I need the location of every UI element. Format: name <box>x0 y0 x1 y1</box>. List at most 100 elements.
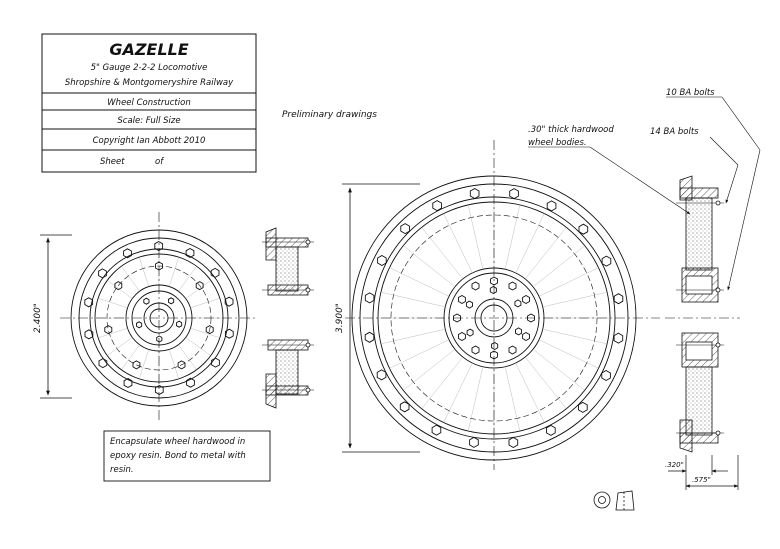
outer-bolt-icon <box>123 377 133 389</box>
of-label: of <box>155 157 165 167</box>
hub-bolt-icon <box>458 294 466 305</box>
outer-bolt-icon <box>376 369 387 381</box>
spoke-line <box>178 344 197 370</box>
spoke-line <box>538 267 599 297</box>
outer-bolt-icon <box>84 329 94 340</box>
hub-bolt-icon <box>508 281 517 291</box>
spoke-line <box>525 356 567 409</box>
outer-bolt-icon <box>185 247 195 259</box>
spoke-line <box>121 266 140 292</box>
hub-bolt-icon <box>522 294 530 305</box>
spoke-line <box>121 344 140 370</box>
subtitle-line-2: Shropshire & Montgomeryshire Railway <box>65 78 234 88</box>
hub-bolt-icon <box>514 299 522 308</box>
spoke-line <box>532 245 585 287</box>
copyright: Copyright Ian Abbott 2010 <box>93 136 206 146</box>
spoke-line <box>542 328 608 345</box>
hardwood-note-line-1: .30" thick hardwood <box>528 125 614 135</box>
spoke-line <box>185 337 211 356</box>
hub-bolt-icon <box>471 345 480 355</box>
large-wheel-section <box>665 175 740 453</box>
outer-bolt-icon <box>186 377 195 388</box>
spoke-line <box>443 362 473 423</box>
outer-bolt-icon <box>546 200 557 212</box>
outer-bolt-icon <box>432 200 442 212</box>
section-dimensions <box>668 455 739 490</box>
outer-bolt-icon <box>377 254 387 267</box>
large-wheel-dia-label: 3.900" <box>335 303 345 333</box>
outer-bolt-icon <box>578 223 589 235</box>
outer-bolt-icon <box>84 297 94 308</box>
small-wheel-front-view <box>60 212 258 420</box>
epoxy-note-line-1: Encapsulate wheel hardwood in <box>110 437 245 447</box>
outer-bolt-icon <box>210 267 220 278</box>
hub-bolt-icon <box>515 327 523 336</box>
spoke-line <box>538 339 599 369</box>
outer-bolt-icon <box>98 268 107 279</box>
outer-bolt-icon <box>364 331 375 343</box>
outer-bolt-icon <box>601 369 611 382</box>
dim-575-label: .575" <box>692 476 711 484</box>
spoke-line <box>421 227 463 280</box>
spoke-line <box>190 328 220 338</box>
spoke-line <box>389 339 450 369</box>
dim-320-label: .320" <box>665 461 684 469</box>
spoke-line <box>403 245 456 287</box>
outer-bolt-icon <box>469 187 480 200</box>
small-wheel-dimension <box>40 234 72 399</box>
spoke-line <box>139 349 149 379</box>
small-wheel-outer-bolts <box>84 240 234 396</box>
outer-bolt-icon <box>224 296 234 307</box>
hub-bolt-icon <box>136 321 143 329</box>
hub-bolt-icon <box>465 300 473 309</box>
epoxy-note-line-2: epoxy resin. Bond to metal with <box>110 451 246 461</box>
bolts-10ba-note: 10 BA bolts <box>666 88 715 98</box>
spoke-line <box>380 328 446 345</box>
outer-bolt-icon <box>224 328 234 339</box>
hub-bolt-icon <box>466 328 474 337</box>
hub-bolt-icon <box>168 297 175 305</box>
spoke-line <box>98 298 128 308</box>
hub-bolt-icon <box>522 331 530 342</box>
preliminary-note: Preliminary drawings <box>282 110 377 120</box>
spoke-line <box>380 291 446 308</box>
large-wheel-dimension <box>342 183 420 453</box>
leader-lines <box>589 96 761 291</box>
spoke-line <box>467 204 484 270</box>
hub-bolt-icon <box>143 297 150 305</box>
spoke-line <box>525 227 567 280</box>
epoxy-note-line-3: resin. <box>110 465 134 475</box>
outer-bolt-icon <box>399 401 410 413</box>
bolts-14ba-note: 14 BA bolts <box>650 127 699 137</box>
outer-bolt-icon <box>509 188 519 200</box>
outer-bolt-icon <box>211 357 220 368</box>
spoke-line <box>443 213 473 274</box>
hub-bolt-icon <box>453 313 461 323</box>
outer-bolt-icon <box>508 436 519 449</box>
hub-bolt-icon <box>132 360 141 370</box>
outer-bolt-icon <box>546 424 556 436</box>
hub-bolt-icon <box>104 325 113 335</box>
spoke-line <box>190 298 220 308</box>
spoke-line <box>178 266 197 292</box>
hardwood-note-line-2: wheel bodies. <box>528 138 587 148</box>
title-block: GAZELLE 5" Gauge 2-2-2 Locomotive Shrops… <box>41 33 257 173</box>
spoke-line <box>504 204 521 270</box>
spoke-line <box>515 362 545 423</box>
outer-bolt-icon <box>613 293 624 305</box>
spoke-line <box>139 257 149 287</box>
spoke-line <box>107 280 133 299</box>
large-wheel-outer-bolts <box>364 187 624 449</box>
scale: Scale: Full Size <box>117 116 180 126</box>
hub-bolt-icon <box>195 281 204 291</box>
outer-bolt-icon <box>400 223 410 235</box>
small-wheel-section <box>262 227 314 409</box>
spoke-line <box>532 349 585 391</box>
title: GAZELLE <box>109 40 188 59</box>
hub-bolt-icon <box>176 320 183 328</box>
spoke-line <box>169 349 179 379</box>
hub-bolt-icon <box>471 281 480 291</box>
large-wheel-spokes <box>378 202 610 434</box>
spoke-line <box>421 356 463 409</box>
outer-bolt-icon <box>431 424 442 436</box>
